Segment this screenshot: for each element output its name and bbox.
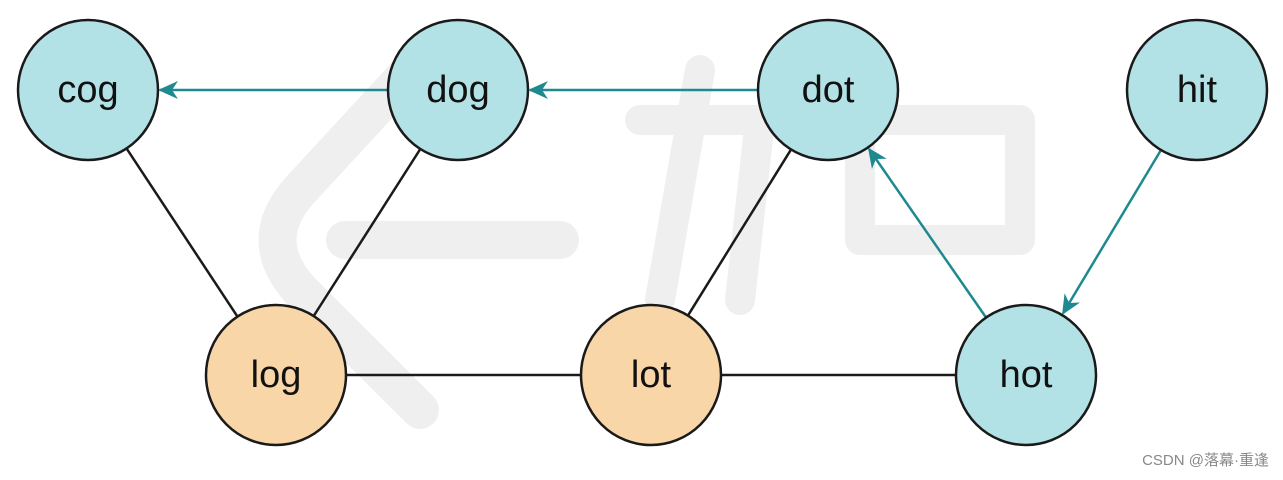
node-circle-log [204, 303, 348, 447]
arrow-hot-to-dot [867, 147, 988, 319]
node-label-dog: dog [426, 69, 489, 111]
node-hot: hot [954, 303, 1098, 447]
node-hit: hit [1125, 18, 1269, 162]
node-cog: cog [16, 18, 160, 162]
node-label-cog: cog [57, 69, 118, 111]
arrow-hit-to-hot [1061, 149, 1163, 315]
node-dog: dog [386, 18, 530, 162]
node-label-dot: dot [802, 69, 855, 111]
node-label-log: log [251, 354, 302, 396]
node-lot: lot [579, 303, 723, 447]
node-log: log [204, 303, 348, 447]
edges-layer [125, 147, 956, 377]
node-dot: dot [756, 18, 900, 162]
nodes-layer: cog dog dot hit log lot hot [16, 18, 1269, 447]
node-circle-dot [756, 18, 900, 162]
arrows-layer [158, 81, 1163, 319]
node-circle-hit [1125, 18, 1269, 162]
node-circle-dog [386, 18, 530, 162]
edge-cog-log [125, 147, 239, 318]
credit-text: CSDN @落幕·重逢 [1142, 452, 1269, 469]
node-label-hit: hit [1177, 69, 1218, 111]
edge-lot-dot [686, 148, 793, 317]
edge-dog-log [312, 148, 422, 317]
watermark-logo [258, 41, 1035, 429]
node-label-lot: lot [631, 354, 672, 396]
node-circle-hot [954, 303, 1098, 447]
node-circle-lot [579, 303, 723, 447]
node-circle-cog [16, 18, 160, 162]
node-label-hot: hot [1000, 354, 1053, 396]
